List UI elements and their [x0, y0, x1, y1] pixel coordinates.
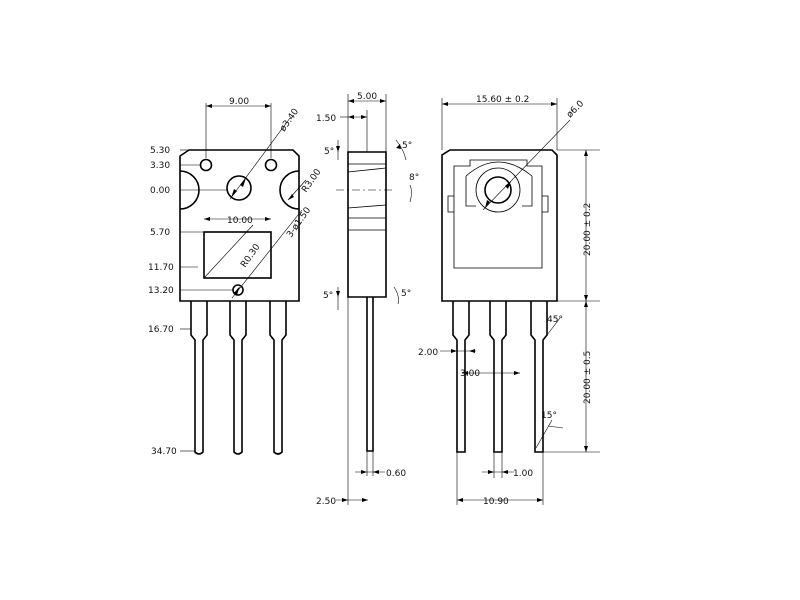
row-label-16-70: 16.70: [148, 325, 174, 335]
row-label-5-30: 5.30: [150, 146, 170, 156]
side-top-width: 5.00: [357, 92, 377, 102]
side-step: 1.50: [316, 114, 336, 124]
back-hole-dia: ø6.0: [565, 99, 586, 120]
back-pitch: 3.00: [460, 369, 480, 379]
side-angle-bottom-left: 5°: [323, 291, 333, 301]
back-overall-pins: 10.90: [483, 497, 509, 507]
back-lead-width: 2.00: [418, 348, 438, 358]
side-lead-thickness: 0.60: [386, 469, 406, 479]
row-label-0-00: 0.00: [150, 186, 170, 196]
back-lead-narrow: 1.00: [513, 469, 533, 479]
row-label-3-30: 3.30: [150, 161, 170, 171]
row-label-34-70: 34.70: [151, 447, 177, 457]
back-width: 15.60 ± 0.2: [476, 95, 529, 105]
side-angle-mid-right: 8°: [409, 173, 419, 183]
back-tip-angle: 15°: [541, 411, 557, 421]
back-body-height: 20.00 ± 0.2: [583, 203, 593, 256]
back-view: 15.60 ± 0.2 ø6.0 20.00 ± 0.2 20.00 ± 0.5…: [418, 95, 600, 507]
front-corner-radius: R3.00: [300, 167, 323, 194]
side-view: 5.00 1.50 5° 5° 8° 5° 5° 0.60 2.50: [316, 92, 419, 507]
side-base-offset: 2.50: [316, 497, 336, 507]
row-label-13-20: 13.20: [148, 286, 174, 296]
row-label-5-70: 5.70: [150, 228, 170, 238]
back-lead-length: 20.00 ± 0.5: [583, 351, 593, 404]
back-chamfer-angle: 45°: [547, 315, 563, 325]
row-label-11-70: 11.70: [148, 263, 174, 273]
front-window-width: 10.00: [227, 216, 253, 226]
side-angle-top-left: 5°: [324, 147, 334, 157]
front-hole-dia: ø3.40: [278, 107, 301, 134]
side-angle-bottom-right: 5°: [401, 289, 411, 299]
front-window-radius: R0.30: [239, 242, 262, 269]
front-top-width: 9.00: [229, 97, 249, 107]
side-angle-top-right: 5°: [402, 141, 412, 151]
front-view: 9.00 10.00 ø3.40 R3.00 3-ø1.50 R0.30 5.3…: [148, 97, 324, 457]
